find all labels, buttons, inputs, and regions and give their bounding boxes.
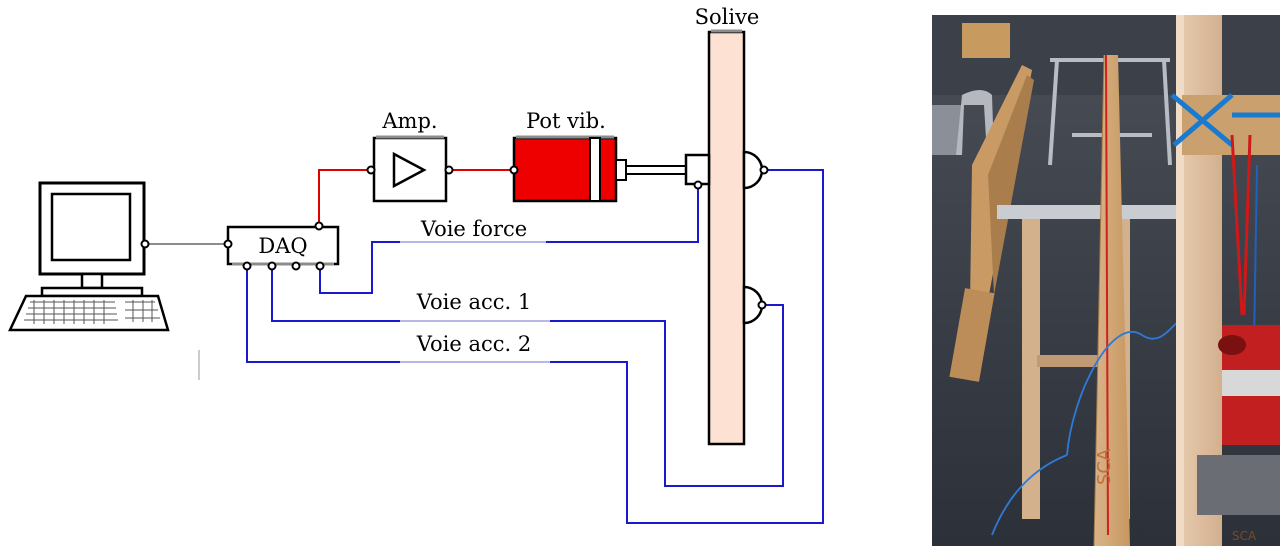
post-marking: SCA [1232, 529, 1257, 543]
daq-amp-wire [319, 170, 371, 224]
voie-acc2-label: Voie acc. 2 [416, 332, 531, 356]
test-setup-photo: SCA SCA [932, 15, 1280, 546]
measurement-setup-diagram: DAQ Amp. Pot vib. Solive Voie force V [0, 0, 900, 546]
voie-force-label: Voie force [420, 217, 527, 241]
solive-label: Solive [695, 5, 760, 29]
force-sensor [686, 155, 709, 184]
computer-icon [10, 183, 199, 380]
accelerometer-1 [744, 152, 762, 188]
pot-vib-label: Pot vib. [526, 109, 606, 133]
daq-box: DAQ [225, 223, 339, 270]
voie-acc1-label: Voie acc. 1 [416, 290, 531, 314]
amplifier: Amp. [368, 109, 453, 201]
beam-marking: SCA [1094, 448, 1115, 485]
shaker: Pot vib. [511, 109, 687, 201]
amp-label: Amp. [381, 109, 437, 133]
daq-label: DAQ [258, 234, 307, 258]
